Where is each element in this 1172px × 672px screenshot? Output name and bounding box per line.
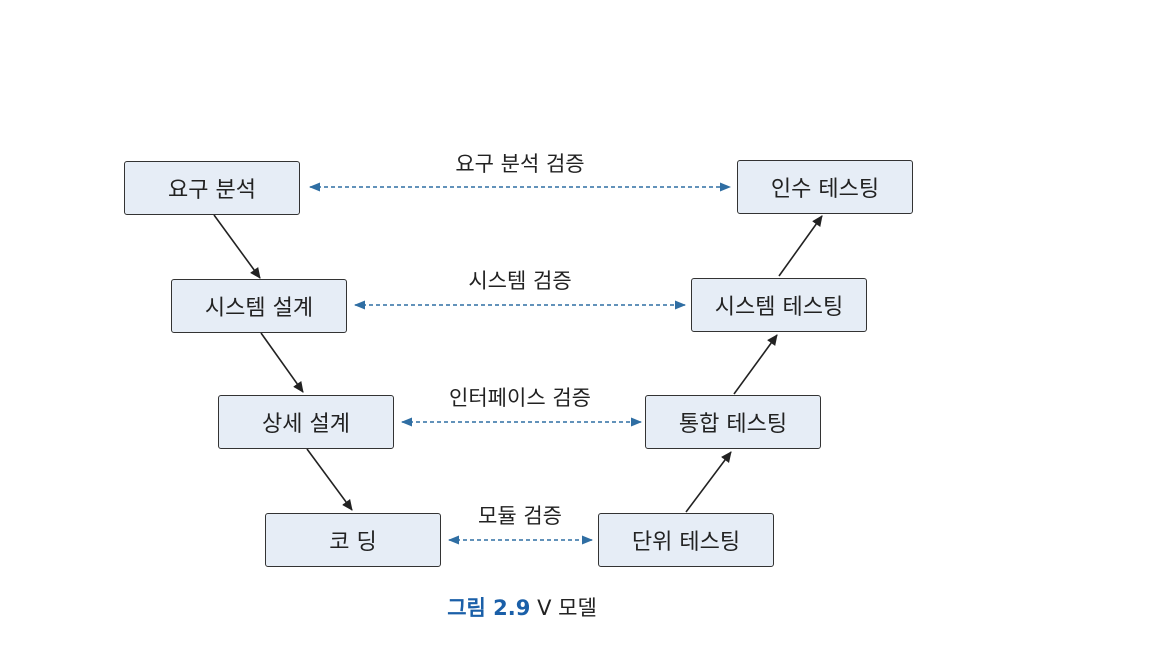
flow-arrow-integration-to-system-test: [733, 334, 778, 395]
label-system-verification: 시스템 검증: [468, 269, 572, 293]
label-requirements-verification: 요구 분석 검증: [455, 152, 585, 176]
box-integration-testing: 통합 테스팅: [645, 395, 821, 449]
box-unit-testing: 단위 테스팅: [598, 513, 774, 567]
flow-arrow-system-design-to-detail-design: [260, 332, 304, 393]
box-system-design: 시스템 설계: [171, 279, 347, 333]
label-module-verification: 모듈 검증: [478, 504, 562, 528]
figure-title: V 모델: [537, 596, 597, 620]
flow-arrow-system-to-acceptance-test: [778, 215, 823, 277]
figure-number: 그림 2.9: [447, 596, 531, 620]
box-system-testing: 시스템 테스팅: [691, 278, 867, 332]
figure-caption: 그림 2.9 V 모델: [0, 592, 1044, 622]
box-acceptance-testing: 인수 테스팅: [737, 160, 913, 214]
flow-arrow-requirements-to-system-design: [213, 214, 261, 279]
box-detail-design: 상세 설계: [218, 395, 394, 449]
flow-arrow-unit-to-integration-test: [685, 451, 732, 513]
box-requirements-analysis: 요구 분석: [124, 161, 300, 215]
box-coding: 코 딩: [265, 513, 441, 567]
flow-arrow-detail-design-to-coding: [306, 448, 353, 511]
label-interface-verification: 인터페이스 검증: [449, 386, 591, 410]
